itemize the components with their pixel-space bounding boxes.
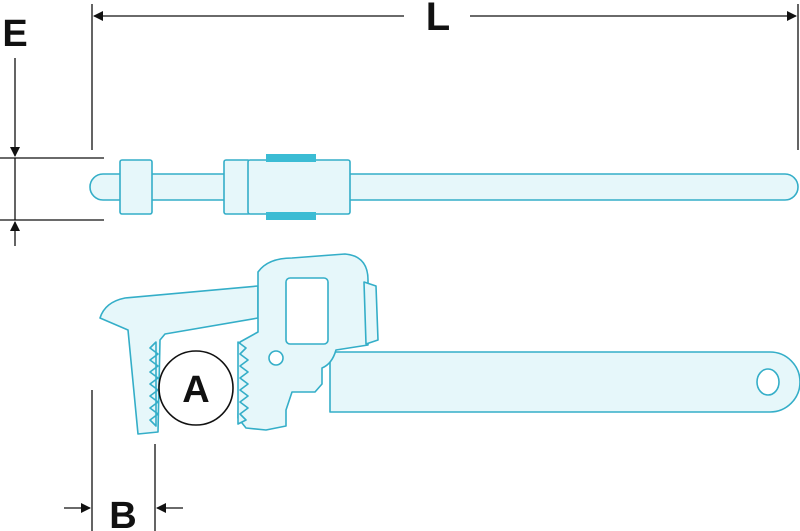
wrench-front-view xyxy=(99,253,800,435)
rear-nut-block xyxy=(223,159,251,215)
upper-jaw-teeth xyxy=(149,341,159,427)
handle-hole xyxy=(756,368,780,396)
housing-window xyxy=(285,277,329,345)
length-label: L xyxy=(426,0,450,39)
jaw-width-label: B xyxy=(109,495,136,531)
front-handle xyxy=(329,351,800,413)
handle-bar xyxy=(89,173,799,201)
lower-jaw-teeth xyxy=(237,341,249,425)
capacity-circle xyxy=(158,350,234,426)
capacity-label: A xyxy=(182,369,209,411)
hook-jaw xyxy=(99,285,259,435)
top-accent-stripe xyxy=(266,154,316,162)
wrench-top-view xyxy=(89,154,799,220)
pivot-rivet xyxy=(268,350,284,366)
front-nut-block xyxy=(119,159,153,215)
knurled-nut xyxy=(363,281,379,345)
height-label: E xyxy=(2,13,27,55)
bottom-accent-stripe xyxy=(266,212,316,220)
housing-body xyxy=(247,159,351,215)
